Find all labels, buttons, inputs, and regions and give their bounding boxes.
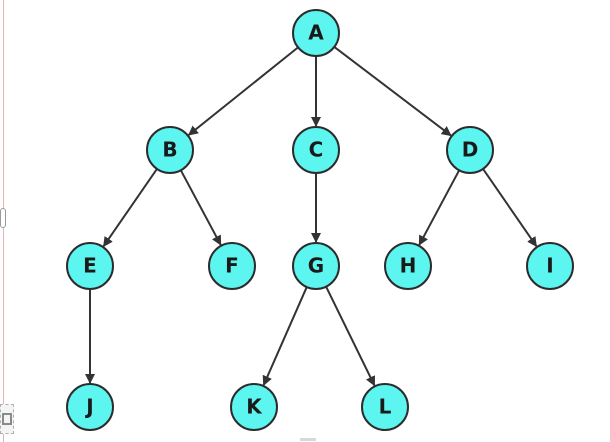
node-e[interactable]: E [66, 242, 114, 290]
edge-a-b [187, 46, 299, 136]
node-label: C [309, 138, 324, 162]
nodes-layer: A B C D E F G H I J K L [66, 9, 574, 431]
node-label: F [225, 254, 239, 278]
corner-widget[interactable] [0, 404, 14, 434]
node-circle [66, 383, 114, 431]
node-label: B [162, 138, 177, 162]
node-i[interactable]: I [526, 242, 574, 290]
node-circle [292, 9, 340, 57]
node-circle [292, 242, 340, 290]
node-circle [66, 242, 114, 290]
scroll-handle[interactable] [0, 208, 6, 228]
edge-a-d [333, 46, 452, 137]
edge-b-f [179, 169, 222, 246]
node-label: A [308, 21, 324, 45]
node-circle [446, 126, 494, 174]
edge-g-k [262, 286, 308, 386]
node-circle [230, 383, 278, 431]
node-circle [292, 126, 340, 174]
node-l[interactable]: L [361, 383, 409, 431]
node-circle [146, 126, 194, 174]
edge-d-h [418, 169, 461, 246]
node-circle [384, 242, 432, 290]
node-circle [208, 242, 256, 290]
node-d[interactable]: D [446, 126, 494, 174]
node-g[interactable]: G [292, 242, 340, 290]
node-label: K [246, 395, 263, 419]
widget-icon [2, 413, 12, 425]
edge-d-i [482, 168, 538, 248]
edge-g-l [325, 286, 376, 387]
edge-b-e [102, 168, 158, 248]
node-h[interactable]: H [384, 242, 432, 290]
node-label: L [379, 395, 392, 419]
edges-layer [85, 46, 538, 387]
bottom-mark [300, 438, 316, 441]
node-label: I [546, 254, 553, 278]
node-a[interactable]: A [292, 9, 340, 57]
node-label: G [308, 254, 324, 278]
node-label: E [83, 254, 97, 278]
node-circle [526, 242, 574, 290]
node-circle [361, 383, 409, 431]
node-j[interactable]: J [66, 383, 114, 431]
node-label: D [462, 138, 479, 162]
node-f[interactable]: F [208, 242, 256, 290]
node-label: H [400, 254, 417, 278]
node-label: J [84, 395, 93, 419]
node-c[interactable]: C [292, 126, 340, 174]
node-b[interactable]: B [146, 126, 194, 174]
node-k[interactable]: K [230, 383, 278, 431]
